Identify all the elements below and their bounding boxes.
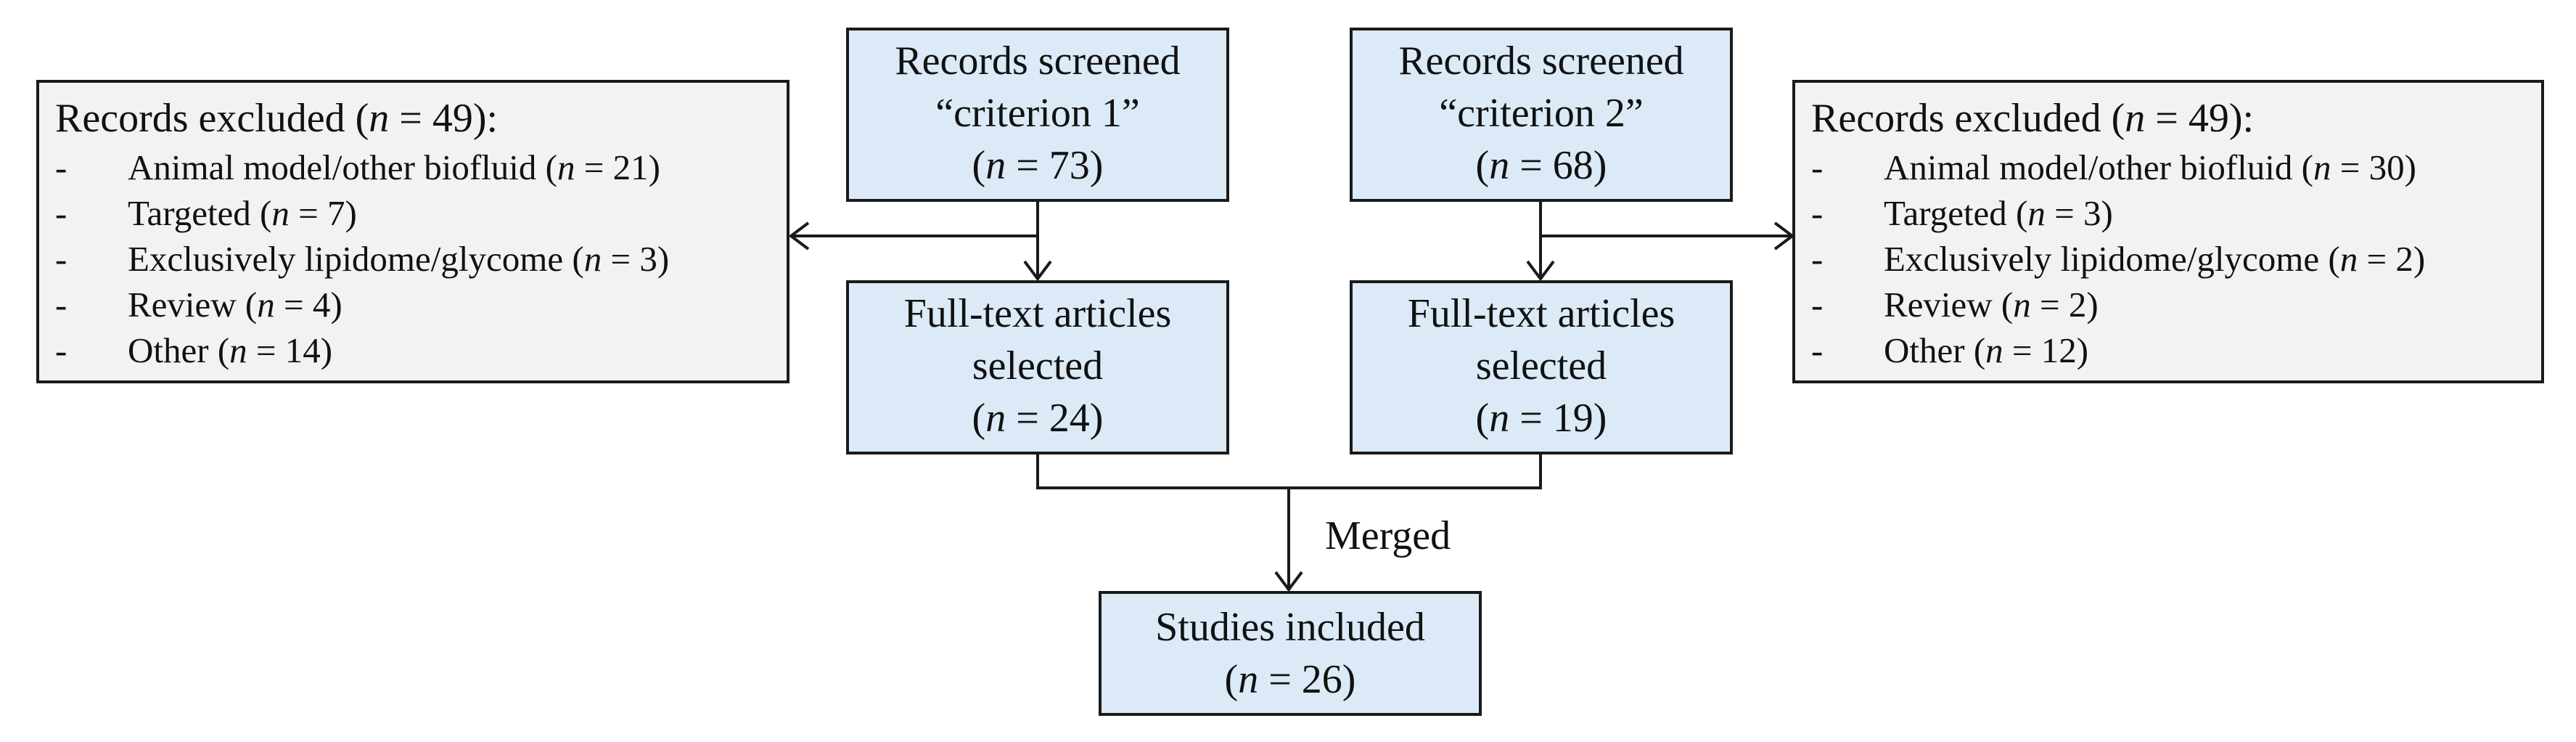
included-count: (n = 26)	[1224, 657, 1356, 702]
fulltext2-title: Full-text articles	[1407, 291, 1675, 336]
screened2-criterion: “criterion 2”	[1439, 91, 1644, 136]
full-text-selected-2-box: Full-text articles selected (n = 19)	[1350, 280, 1733, 454]
excluded-right-heading: Records excluded (n = 49):	[1811, 96, 2255, 141]
excluded-left-item: -Animal model/other biofluid (n = 21)	[55, 147, 660, 187]
excluded-left-item: -Exclusively lipidome/glycome (n = 3)	[55, 239, 670, 279]
screened2-title: Records screened	[1398, 38, 1684, 83]
arrowhead-included	[1274, 571, 1303, 592]
arrowhead-fulltext2	[1526, 260, 1555, 282]
fulltext1-count: (n = 24)	[972, 396, 1104, 441]
fulltext1-title: Full-text articles	[903, 291, 1172, 336]
excluded-records-left-box: Records excluded (n = 49): -Animal model…	[36, 80, 789, 383]
excluded-left-heading: Records excluded (n = 49):	[55, 96, 499, 141]
excluded-records-right-box: Records excluded (n = 49): -Animal model…	[1792, 80, 2544, 383]
records-screened-criterion-1-box: Records screened “criterion 1” (n = 73)	[846, 28, 1229, 202]
records-screened-criterion-2-box: Records screened “criterion 2” (n = 68)	[1350, 28, 1733, 202]
studies-included-box: Studies included (n = 26)	[1099, 591, 1482, 716]
full-text-selected-1-box: Full-text articles selected (n = 24)	[846, 280, 1229, 454]
arrowhead-excluded-left	[788, 221, 810, 250]
excluded-right-item: -Review (n = 2)	[1811, 285, 2099, 325]
screened1-count: (n = 73)	[972, 143, 1104, 188]
screened2-count: (n = 68)	[1475, 143, 1607, 188]
arrowhead-fulltext1	[1023, 260, 1052, 282]
included-title: Studies included	[1155, 605, 1425, 650]
screened1-title: Records screened	[895, 38, 1181, 83]
excluded-left-item: -Review (n = 4)	[55, 285, 342, 325]
screened1-criterion: “criterion 1”	[935, 91, 1140, 136]
excluded-left-item: -Targeted (n = 7)	[55, 193, 357, 233]
merged-label: Merged	[1325, 513, 1451, 558]
excluded-right-item: -Animal model/other biofluid (n = 30)	[1811, 147, 2416, 187]
excluded-right-item: -Exclusively lipidome/glycome (n = 2)	[1811, 239, 2426, 279]
fulltext2-count: (n = 19)	[1475, 396, 1607, 441]
excluded-right-item: -Targeted (n = 3)	[1811, 193, 2113, 233]
excluded-right-item: -Other (n = 12)	[1811, 330, 2089, 370]
excluded-left-item: -Other (n = 14)	[55, 330, 333, 370]
fulltext2-subtitle: selected	[1475, 343, 1607, 388]
fulltext1-subtitle: selected	[972, 343, 1104, 388]
